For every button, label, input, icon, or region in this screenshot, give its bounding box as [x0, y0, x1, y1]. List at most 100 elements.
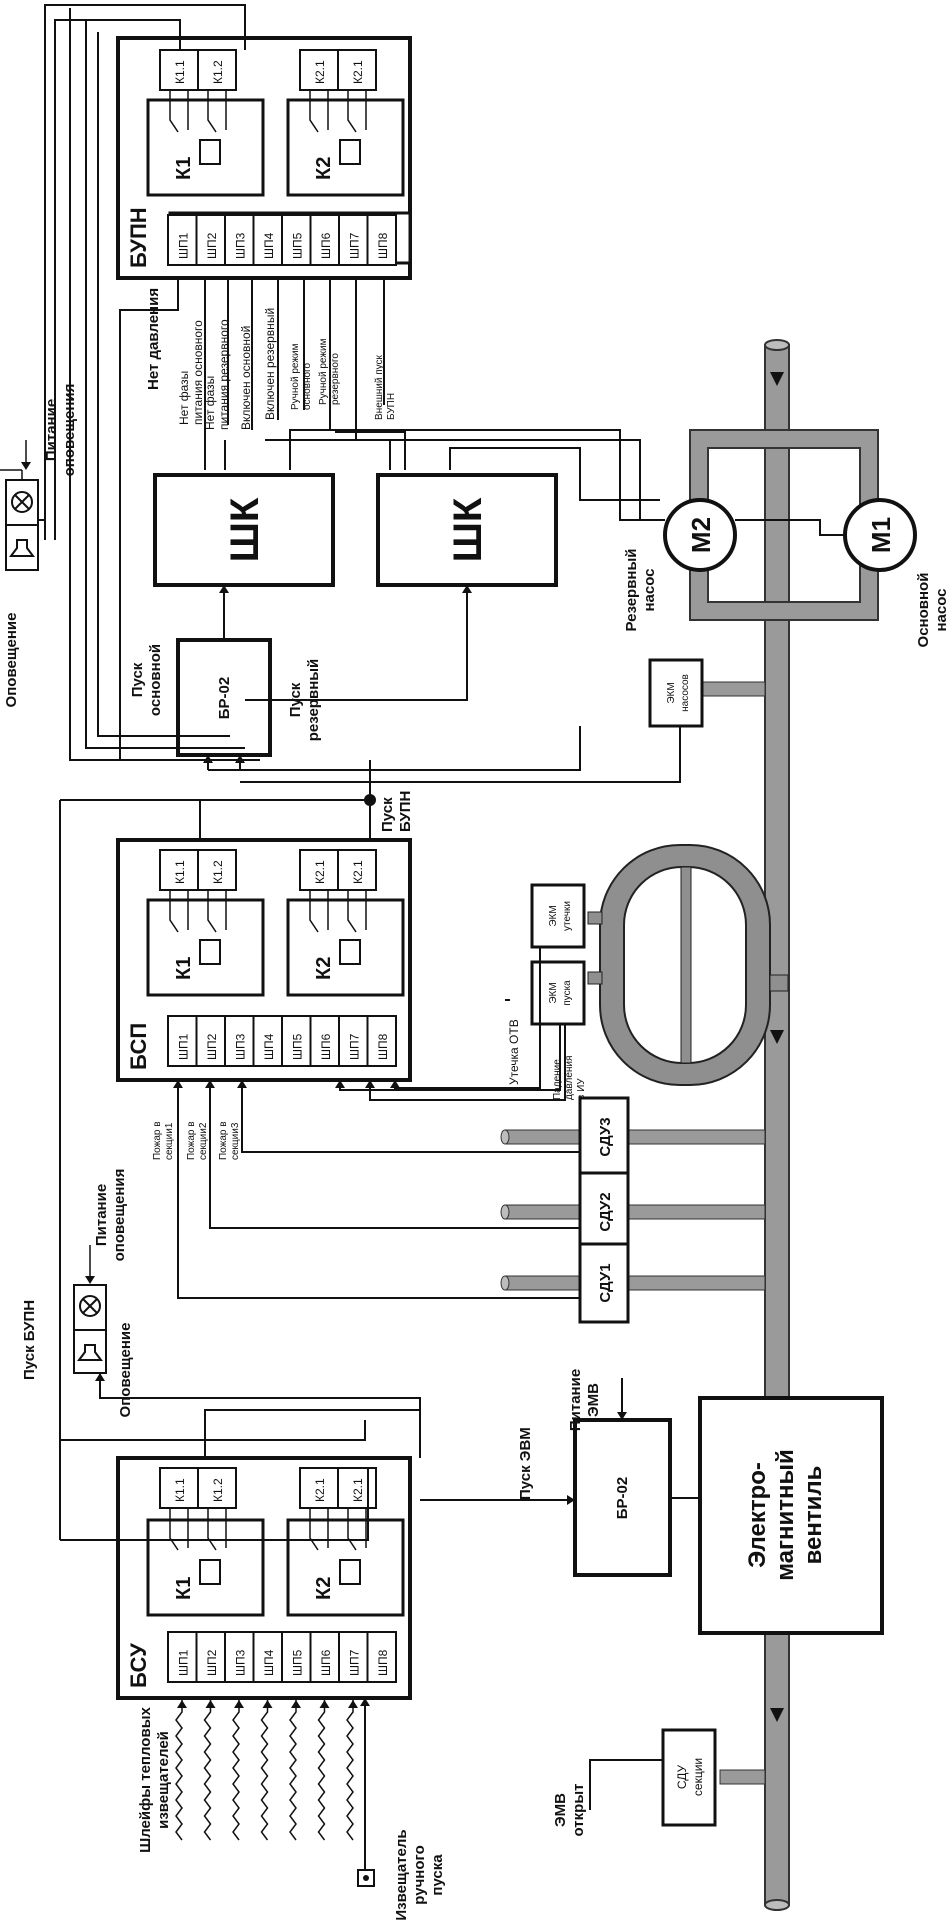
reserve-pump-line1: Резервный [623, 548, 640, 631]
bupn-port-label: ШП2 [205, 232, 219, 259]
bsp-port-cell [338, 1015, 369, 1067]
ekm-pumps-2: насосов [680, 674, 691, 712]
bsu-contact-k11: К1.1 [173, 1478, 187, 1502]
reserve-pump-label-2: насос [641, 568, 658, 611]
bsp-title: БСП [126, 1023, 151, 1070]
bsu-port-cell [252, 1631, 283, 1683]
label-no-phase-main-1: Нет фазы [177, 371, 191, 425]
label-fire2-1: Пожар в [186, 1121, 197, 1160]
heat-loops [175, 1700, 358, 1841]
bupn-port-cell [366, 214, 397, 266]
heat-loop [203, 1700, 212, 1841]
notification-mid: Оповещение [117, 1323, 134, 1418]
motor-reserve-label: М2 [686, 517, 716, 553]
bupn-contact-k11: К1.1 [173, 60, 187, 84]
motor-main-label: М1 [866, 517, 896, 553]
label-start-main-2: основной [147, 644, 164, 716]
shk-main-label: ШК [223, 497, 267, 562]
bsu-port-cell [195, 1631, 226, 1683]
bupn-port-label: ШП4 [262, 232, 276, 259]
bsp-port-label: ШП2 [205, 1033, 219, 1060]
br02-lower-label: БР-02 [614, 1477, 631, 1519]
wiring [38, 4, 845, 1887]
label-pressure-drop-3: в ИУ [576, 1078, 587, 1100]
arrow-icon [234, 1700, 244, 1708]
valve-label-2: магнитный [772, 1449, 799, 1581]
label-start-evm: Пуск ЭВМ [517, 1427, 534, 1500]
label-no-phase-reserve-1: Нет фазы [203, 376, 217, 430]
sdu2-label: СДУ2 [597, 1192, 614, 1231]
label-heat-loops-1: Шлейфы тепловых [137, 1707, 154, 1853]
main-pipe [764, 339, 790, 1911]
notification-top: Оповещение [3, 613, 20, 708]
heat-loop [232, 1700, 240, 1841]
arrow-icon [319, 1700, 330, 1708]
ekm-start-1: ЭКМ [548, 982, 559, 1003]
bsp-contact-k21b: К2.1 [351, 860, 365, 884]
bupn-port-cell [338, 214, 369, 266]
br02-lower: БР-02 [573, 1418, 672, 1577]
valve-label-1: Электро- [744, 1462, 771, 1568]
notif-power-mid-1: Питание [93, 1184, 110, 1246]
main-pump-label-2: насос [933, 588, 950, 631]
bsp-port-label: ШП8 [376, 1033, 390, 1060]
bsp-port-cell [224, 1015, 255, 1067]
bsp-contact-k12: К1.2 [211, 860, 225, 884]
heat-loop [289, 1700, 297, 1841]
tank [587, 844, 789, 1086]
label-emv-open-2: открыт [570, 1784, 587, 1837]
sdu1-box: СДУ1 [578, 1242, 630, 1324]
label-ext-start-2: БУПН [386, 393, 397, 420]
ekm-leak-1: ЭКМ [548, 905, 559, 926]
bsp-k1-label: К1 [173, 957, 195, 980]
ekm-pumps-1: ЭКМ [666, 682, 677, 703]
label-fire1-1: Пожар в [152, 1121, 163, 1160]
bupn-contact-k12: К1.2 [211, 60, 225, 84]
arrow-icon [262, 1700, 273, 1708]
bsu-port-label: ШП5 [290, 1649, 304, 1676]
arrow-icon [291, 1700, 301, 1708]
bsu-port-cell [167, 1631, 198, 1683]
bupn-port-label: ШП7 [347, 232, 361, 259]
bsp-k2-label: К2 [313, 957, 335, 980]
ekm-leak: ЭКМ утечки [530, 883, 586, 949]
bupn-port-cell [167, 214, 198, 266]
flow-arrow-icon [770, 372, 784, 386]
bupn-port-cell [252, 214, 283, 266]
bsu-contact-k12: К1.2 [211, 1478, 225, 1502]
main-pump-label: Основной [915, 573, 932, 648]
bupn-port-cell [224, 214, 255, 266]
br02-upper: БР-02 [176, 638, 272, 757]
sdu2-box: СДУ2 [578, 1171, 630, 1253]
bsu-port-label: ШП8 [376, 1649, 390, 1676]
label-fire1-2: секции1 [164, 1122, 175, 1160]
bsu-k2-label: К2 [313, 1577, 335, 1600]
label-emv-open-1: ЭМВ [552, 1793, 569, 1827]
heat-loop [175, 1700, 183, 1841]
label-start-reserve-2: резервный [305, 659, 322, 742]
label-start-bupn-left: Пуск БУПН [21, 1300, 38, 1380]
bsp-port-label: ШП5 [290, 1033, 304, 1060]
notif-power-mid-2: оповещения [111, 1169, 128, 1262]
br02-upper-label: БР-02 [216, 677, 233, 719]
notification-device-mid [73, 1284, 107, 1374]
bupn-port-label: ШП5 [290, 232, 304, 259]
bupn-port-cell [309, 214, 340, 266]
bsu-port-label: ШП6 [319, 1649, 333, 1676]
arrow-icon [348, 1700, 358, 1708]
label-start-reserve-1: Пуск [287, 682, 304, 717]
label-manual-main-1: Ручной режим [290, 343, 301, 410]
label-leak-otv: Утечка ОТВ [507, 1019, 521, 1085]
label-no-phase-reserve-2: питания резервного [217, 319, 231, 430]
bupn-port-label: ШП1 [176, 232, 190, 259]
label-evm-power-2: ЭМВ [585, 1383, 602, 1417]
label-start-bupn-1: Пуск [379, 797, 396, 832]
heat-loop [346, 1700, 354, 1841]
label-start-bupn-2: БУПН [397, 791, 414, 832]
flow-arrow-icon [770, 1030, 784, 1044]
label-manual-detector-1: Извещатель [393, 1829, 410, 1920]
label-start-main-1: Пуск [129, 662, 146, 697]
